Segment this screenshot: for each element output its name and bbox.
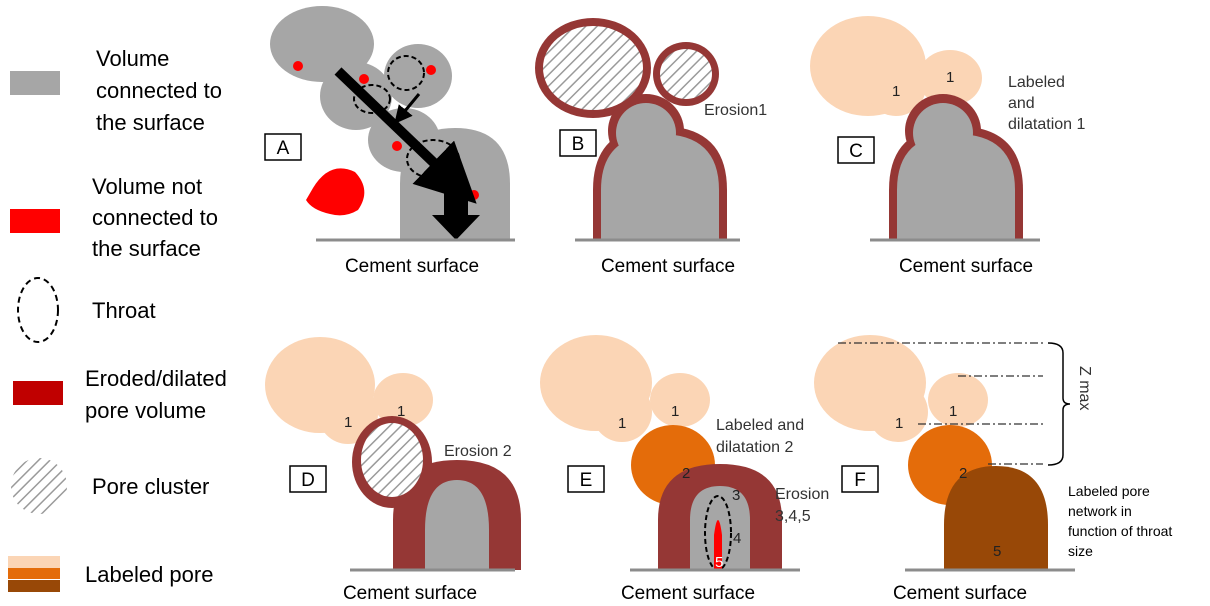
legend-connected-line2: connected to [96,78,222,103]
legend-throat-icon [18,278,58,342]
panel-e: 1 1 2 3 4 5 E Labeled and dilatation 2 E… [540,335,829,604]
pore-number: 5 [715,554,723,571]
pore-number: 1 [892,83,900,100]
legend-labeled-swatch [8,556,60,592]
legend-connected-line1: Volume [96,46,169,71]
isolated-pore-shape [306,168,364,215]
cement-surface-label-c: Cement surface [899,256,1033,277]
labeled-dilatation2-line2: dilatation 2 [716,439,793,456]
legend-not-connected-line3: the surface [92,236,201,261]
legend-labeled: Labeled pore [85,562,213,587]
labeled-dilatation2-line1: Labeled and [716,417,804,434]
labeled-dilatation1-line3: dilatation 1 [1008,116,1085,133]
labeled-dilatation1-line2: and [1008,95,1035,112]
erosion2-note: Erosion 2 [444,443,512,460]
legend-throat: Throat [92,298,156,323]
legend-cluster: Pore cluster [92,474,209,499]
erosion1-note: Erosion1 [704,102,767,119]
labeled-dilatation1-line1: Labeled [1008,74,1065,91]
panel-label-f: F [854,470,866,491]
legend-swatch-not-connected [10,209,60,233]
labeled-network-line3: function of throat [1068,523,1172,539]
legend-connected-line3: the surface [96,110,205,135]
panel-f: Z max 1 1 2 5 F Labeled pore network in … [814,335,1172,604]
legend-cluster-icon [11,458,67,514]
pore-number: 1 [895,415,903,432]
panel-label-a: A [277,138,290,159]
labeled-network-line2: network in [1068,503,1132,519]
panel-label-c: C [849,141,863,162]
legend-not-connected-line2: connected to [92,205,218,230]
legend: Volume connected to the surface Volume n… [8,46,227,592]
pore-number: 2 [682,465,690,482]
pore-number: 5 [993,543,1001,560]
cement-surface-label-d: Cement surface [343,583,477,604]
pore-number: 3 [732,487,740,504]
pore-number: 4 [733,530,741,547]
erosion345-line2: 3,4,5 [775,508,811,525]
pore-number: 1 [946,69,954,86]
pore-number: 1 [618,415,626,432]
cement-surface-label-e: Cement surface [621,583,755,604]
panel-label-e: E [580,470,593,491]
labeled-network-line1: Labeled pore [1068,483,1150,499]
panel-c: 1 1 C Labeled and dilatation 1 Cement su… [810,16,1085,277]
legend-swatch-connected [10,71,60,95]
panel-a: A Cement surface [265,6,515,277]
panel-label-d: D [301,470,315,491]
panel-d: 1 1 D Erosion 2 Cement surface [265,337,521,604]
pore-number: 1 [671,403,679,420]
zmax-label: Z max [1076,366,1093,410]
pore-number: 1 [397,403,405,420]
legend-swatch-eroded [13,381,63,405]
zmax-brace [1048,343,1070,465]
cement-surface-label-b: Cement surface [601,256,735,277]
cement-surface-label-f: Cement surface [893,583,1027,604]
pore-number: 2 [959,465,967,482]
panel-b: B Erosion1 Cement surface [535,18,767,277]
cement-surface-label-a: Cement surface [345,256,479,277]
legend-eroded-line2: pore volume [85,398,206,423]
legend-eroded-line1: Eroded/dilated [85,366,227,391]
labeled-network-line4: size [1068,543,1093,559]
erosion345-line1: Erosion [775,486,829,503]
pore-number: 1 [949,403,957,420]
panel-label-b: B [572,134,585,155]
pore-number: 1 [344,414,352,431]
legend-not-connected-line1: Volume not [92,174,202,199]
